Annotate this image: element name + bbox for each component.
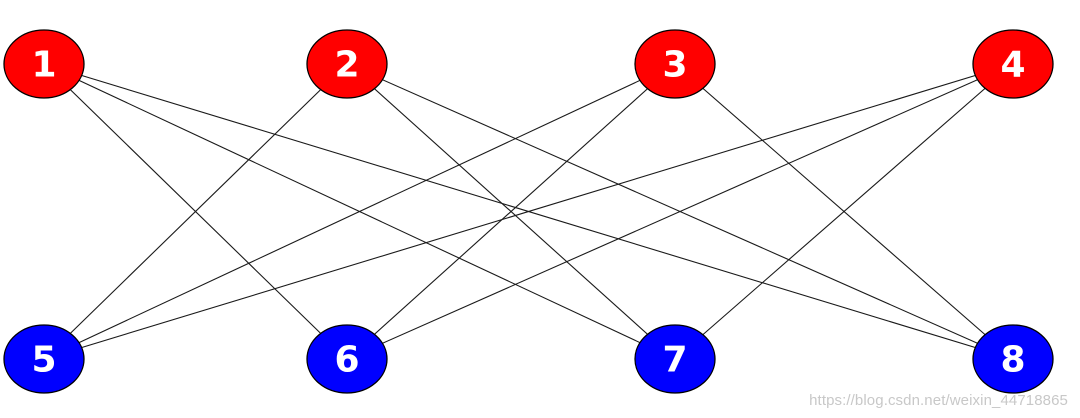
edge-4-6: [346, 63, 1014, 360]
node-circle-6: [306, 324, 388, 394]
node-6: 6: [306, 324, 388, 394]
node-circle-7: [634, 324, 716, 394]
node-3: 3: [634, 29, 716, 99]
node-1: 1: [3, 29, 85, 99]
node-label-6: 6: [334, 340, 359, 381]
node-circle-3: [634, 29, 716, 99]
node-circle-5: [3, 324, 85, 394]
node-2: 2: [306, 29, 388, 99]
node-circle-4: [972, 29, 1054, 99]
node-label-8: 8: [1000, 340, 1025, 381]
node-5: 5: [3, 324, 85, 394]
node-label-5: 5: [31, 340, 56, 381]
watermark-text: https://blog.csdn.net/weixin_44718865: [809, 392, 1068, 409]
edge-3-6: [346, 63, 676, 360]
node-label-2: 2: [334, 45, 359, 86]
nodes-layer: 1 2 3 4 5 6 7 8: [3, 29, 1054, 394]
node-circle-2: [306, 29, 388, 99]
node-label-1: 1: [31, 45, 56, 86]
node-label-4: 4: [1000, 45, 1025, 86]
node-label-3: 3: [662, 45, 687, 86]
node-circle-8: [972, 324, 1054, 394]
edge-3-5: [43, 63, 676, 360]
node-circle-1: [3, 29, 85, 99]
edge-4-5: [43, 63, 1014, 360]
node-8: 8: [972, 324, 1054, 394]
edge-2-5: [43, 63, 348, 360]
edge-4-7: [674, 63, 1014, 360]
edges-layer: [43, 63, 1014, 360]
node-7: 7: [634, 324, 716, 394]
node-label-7: 7: [662, 340, 687, 381]
node-4: 4: [972, 29, 1054, 99]
